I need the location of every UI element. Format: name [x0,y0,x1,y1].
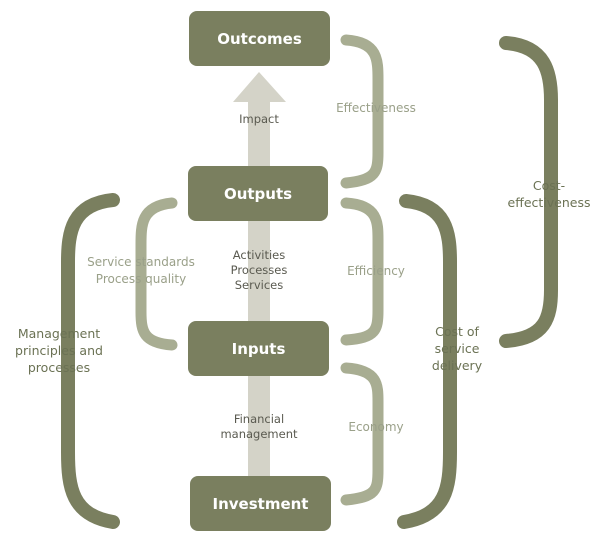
process-quality-label: Process quality [96,272,186,286]
outcomes-label: Outcomes [217,30,302,48]
investment-box: Investment [190,476,331,531]
effectiveness-label: Effectiveness [336,101,416,115]
cost-effectiveness-line-2: effectiveness [508,195,591,210]
services-label: Services [235,278,284,292]
activities-label: Activities [233,248,285,262]
inputs-label: Inputs [232,340,286,358]
inputs-box: Inputs [188,321,329,376]
management-bracket [61,193,120,529]
management-principles-line-1: Management [18,326,100,341]
efficiency-label: Efficiency [347,264,405,278]
management-label: management [220,427,298,441]
service-standards-label: Service standards [87,255,195,269]
financial-label: Financial [234,412,284,426]
service-standards-bracket [135,197,178,351]
outcomes-box: Outcomes [189,11,330,66]
management-principles-line-2: principles and [15,343,103,358]
cost-of-service-line-1: Cost of [435,324,479,339]
processes-label: Processes [231,263,288,277]
economy-label: Economy [348,420,403,434]
efficiency-bracket [340,197,384,346]
cost-of-service-bracket [397,194,457,529]
effectiveness-bracket [340,34,384,189]
investment-label: Investment [213,495,309,513]
impact-label: Impact [239,112,279,126]
cost-effectiveness-bracket [499,36,558,348]
outputs-label: Outputs [224,185,292,203]
economy-bracket [340,362,384,506]
cost-effectiveness-line-1: Cost- [533,178,565,193]
management-principles-line-3: processes [28,360,90,375]
outputs-box: Outputs [188,166,328,221]
cost-of-service-line-2: service [435,341,480,356]
cost-of-service-line-3: delivery [432,358,483,373]
central-arrow-head [233,72,286,102]
